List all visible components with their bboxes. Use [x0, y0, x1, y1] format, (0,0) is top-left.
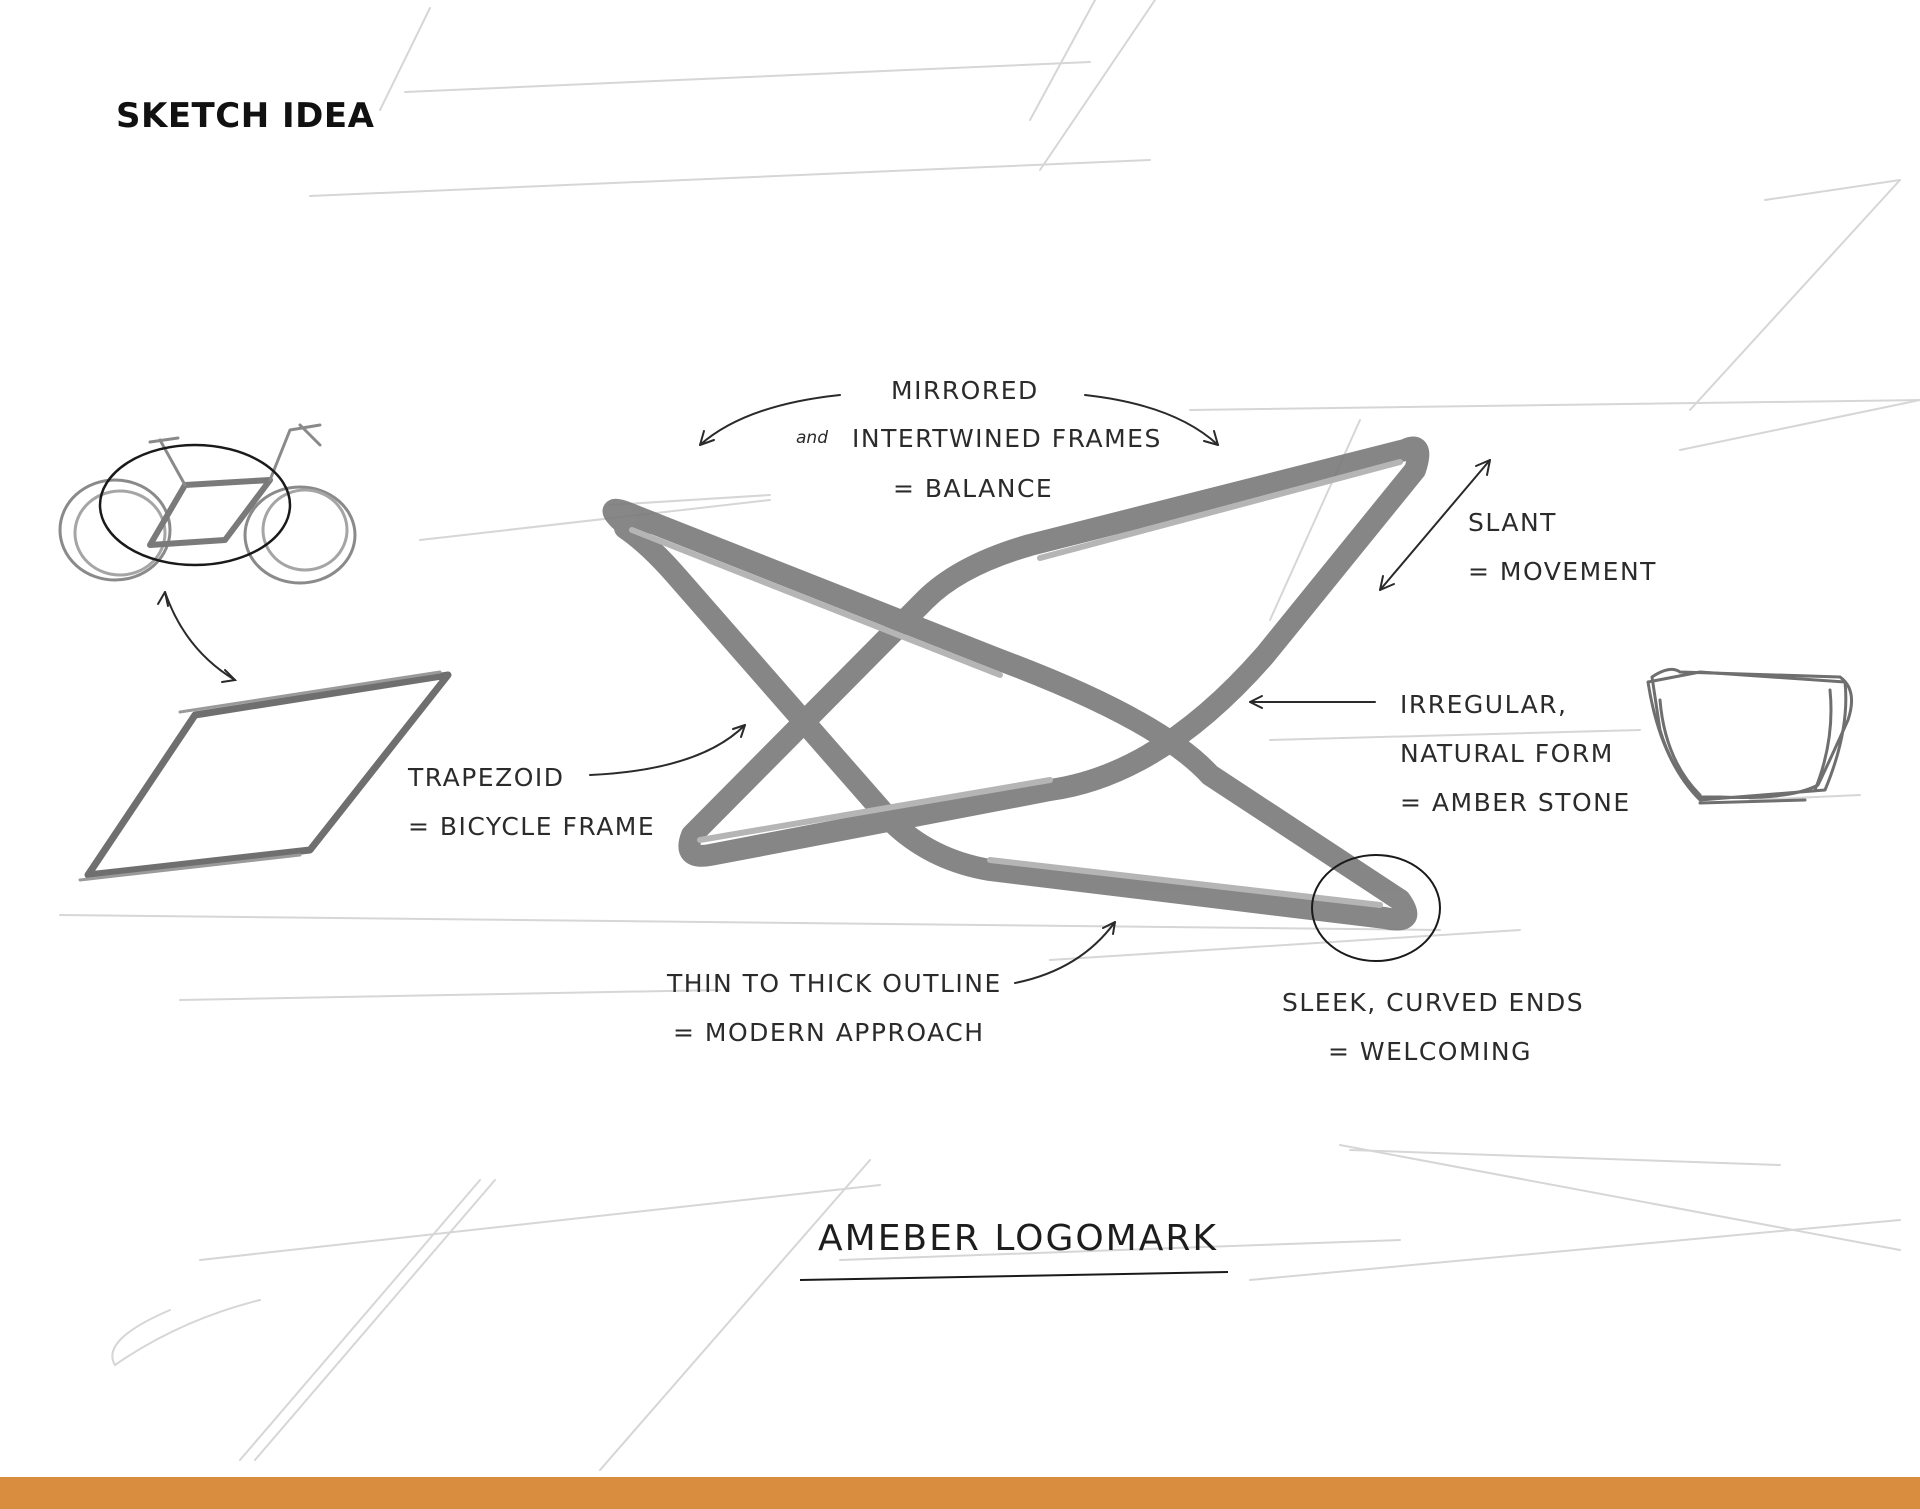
amber-stone-sketch	[1646, 667, 1854, 805]
note-intertwined: INTERTWINED FRAMES	[852, 424, 1162, 453]
page-title: SKETCH IDEA	[116, 96, 375, 136]
curved-end-highlight-circle	[1311, 854, 1441, 962]
arrow-thin-to-thick	[1014, 921, 1116, 984]
accent-bar	[0, 1477, 1920, 1509]
footer-title: AMEBER LOGOMARK	[818, 1218, 1218, 1259]
note-trapezoid: TRAPEZOID	[408, 763, 565, 792]
note-movement: = MOVEMENT	[1468, 557, 1657, 586]
trapezoid-sketch	[78, 670, 452, 882]
arrow-mirrored-left	[699, 394, 841, 446]
logomark-sketch	[602, 436, 1430, 931]
note-balance: = BALANCE	[893, 474, 1054, 503]
arrow-bike-to-trapezoid	[164, 591, 236, 681]
note-natural-form: NATURAL FORM	[1400, 739, 1614, 768]
note-amber-stone: = AMBER STONE	[1400, 788, 1631, 817]
bicycle-frame-highlight-circle	[98, 443, 292, 567]
note-slant: SLANT	[1468, 508, 1557, 537]
note-and: and	[796, 428, 828, 448]
arrow-slant	[1379, 459, 1491, 591]
arrow-trapezoid	[589, 724, 746, 776]
note-irregular: IRREGULAR,	[1400, 690, 1568, 719]
note-sleek-ends: SLEEK, CURVED ENDS	[1282, 988, 1585, 1017]
note-bicycle-frame: = BICYCLE FRAME	[408, 812, 656, 841]
note-modern-approach: = MODERN APPROACH	[673, 1018, 985, 1047]
footer-title-underline	[799, 1271, 1229, 1281]
arrow-mirrored-right	[1084, 394, 1219, 446]
annotation-arrows	[157, 394, 1491, 984]
note-welcoming: = WELCOMING	[1328, 1037, 1532, 1066]
bicycle-sketch	[58, 423, 357, 585]
note-mirrored: MIRRORED	[891, 376, 1039, 405]
note-thin-to-thick: THIN TO THICK OUTLINE	[667, 969, 1002, 998]
